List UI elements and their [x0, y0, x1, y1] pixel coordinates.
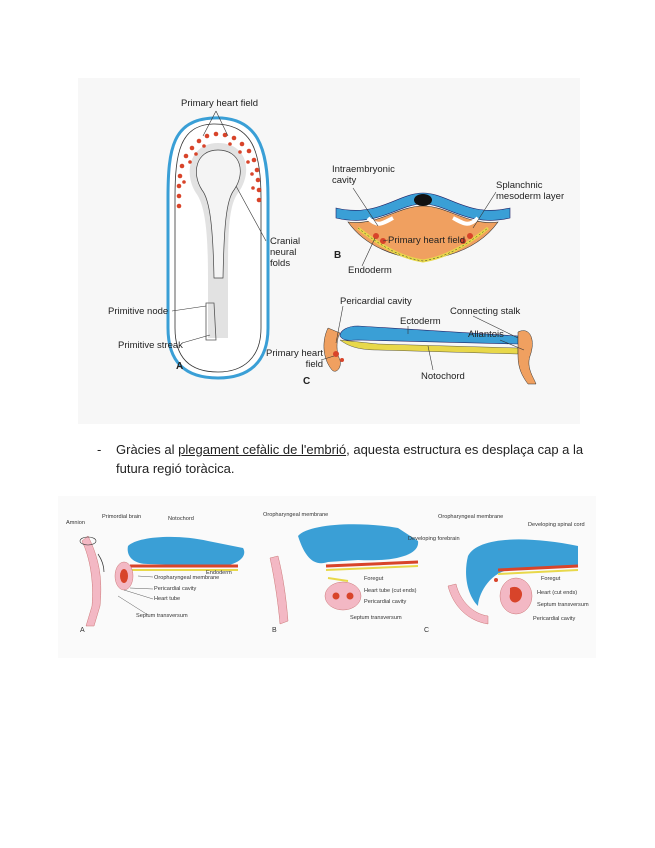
label-pericardial-cavity-c: Pericardial cavity [533, 616, 575, 623]
label-heart-tube-b: Heart tube (cut ends) [364, 588, 417, 595]
text-before: Gràcies al [116, 442, 178, 457]
label-foregut-b: Foregut [364, 576, 383, 583]
panel-label-a: A [176, 361, 183, 372]
cephalic-folding-term: plegament cefàlic de l'embrió [178, 442, 346, 457]
label-foregut-c: Foregut [541, 576, 560, 583]
label-pericardial-cavity: Pericardial cavity [340, 296, 412, 307]
panel-label-b: B [334, 250, 341, 261]
label-primary-heart-field-a: Primary heart field [181, 98, 258, 109]
label-ectoderm: Ectoderm [400, 316, 441, 327]
label-splanchnic-mesoderm-layer: Splanchnic mesoderm layer [496, 180, 566, 202]
heart-field-figure: Primary heart field Cranial neural folds… [78, 78, 580, 424]
label-allantois: Allantois [468, 329, 504, 340]
label-heart-tube-c: Heart (cut ends) [537, 590, 577, 597]
label-notochord: Notochord [421, 371, 465, 382]
label-primary-heart-field-b: Primary heart field [388, 235, 465, 246]
label-endoderm: Endoderm [348, 265, 392, 276]
list-bullet: - [97, 440, 101, 459]
panel-label-bottom-b: B [272, 627, 277, 634]
cephalic-folding-figure: Amnion Primordial brain Notochord Endode… [58, 496, 596, 658]
panel-b-cross-section [336, 188, 510, 266]
label-septum-transversum-b: Septum transversum [350, 615, 402, 622]
label-heart-tube-a: Heart tube [154, 596, 180, 603]
label-primary-heart-field-c: Primary heart field [265, 348, 323, 370]
label-septum-transversum-a: Septum transversum [136, 613, 188, 620]
label-oropharyngeal-membrane-b: Oropharyngeal membrane [263, 512, 328, 519]
heart-field-illustration [78, 78, 580, 424]
panel-a-embryo-disc [168, 111, 268, 378]
label-developing-spinal-cord: Developing spinal cord [528, 522, 585, 529]
label-amnion: Amnion [66, 520, 85, 527]
folding-panel-b [270, 524, 418, 624]
label-intraembryonic-cavity: Intraembryonic cavity [332, 164, 392, 186]
label-notochord-a: Notochord [168, 516, 194, 523]
panel-label-c: C [303, 376, 310, 387]
label-oropharyngeal-membrane-c: Oropharyngeal membrane [438, 514, 503, 521]
label-oropharyngeal-membrane-a: Oropharyngeal membrane [154, 575, 219, 582]
label-pericardial-cavity-b: Pericardial cavity [364, 599, 406, 606]
label-primitive-streak: Primitive streak [118, 340, 183, 351]
label-primordial-brain: Primordial brain [102, 514, 141, 521]
label-cranial-neural-folds: Cranial neural folds [270, 236, 310, 269]
label-connecting-stalk: Connecting stalk [450, 306, 520, 317]
label-developing-forebrain: Developing forebrain [408, 536, 460, 543]
label-septum-transversum-c: Septum transversum [537, 602, 589, 609]
paragraph-text: Gràcies al plegament cefàlic de l'embrió… [116, 440, 586, 478]
label-primitive-node: Primitive node [108, 306, 168, 317]
label-pericardial-cavity-a: Pericardial cavity [154, 586, 196, 593]
panel-label-bottom-c: C [424, 627, 429, 634]
panel-label-bottom-a: A [80, 627, 85, 634]
